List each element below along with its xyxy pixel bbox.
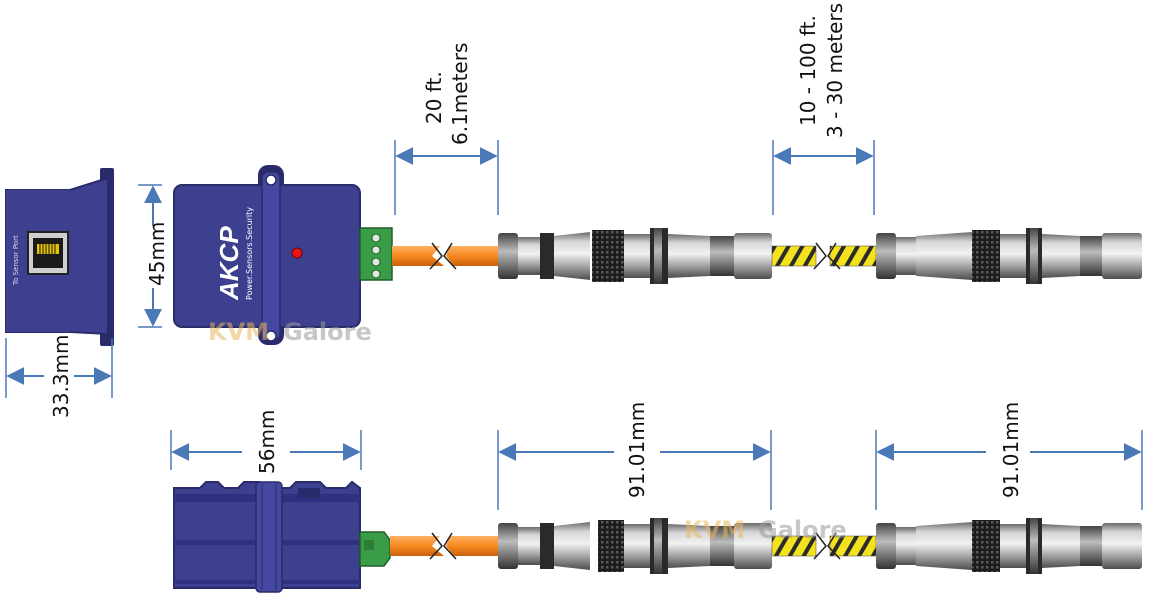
port-label: To Sensor Port [12, 235, 20, 286]
width-dimension: 56mm [170, 410, 362, 474]
connector-length-label-1: 91.01mm [625, 402, 649, 498]
terminal-block-top [359, 227, 393, 281]
extension-length-dimension: 10 - 100 ft. 3 - 30 meters [772, 3, 875, 215]
terminal-block-bottom [359, 531, 391, 567]
watermark-kvm-top: KVM [208, 318, 269, 346]
connector-length-dimension-1: 91.01mm [497, 402, 772, 510]
watermark-galore-top: Galore [283, 318, 372, 346]
m12-connector-top-1 [498, 228, 772, 284]
cable-length-ft: 20 ft. [422, 71, 446, 124]
m12-connector-bottom-1 [498, 518, 772, 574]
m12-connector-top-2 [876, 228, 1142, 284]
watermark-top: KVM Galore [208, 318, 372, 346]
sensor-box-front-view: AKCP Power.Sensors.Security [173, 165, 361, 345]
depth-label: 33.3mm [49, 335, 73, 419]
extension-length-m: 3 - 30 meters [823, 3, 847, 138]
sensor-box-side-view: To Sensor Port [5, 168, 114, 346]
watermark-kvm-bottom: KVM [684, 516, 745, 544]
status-led-icon [291, 247, 303, 259]
yellow-cable-bottom [771, 532, 877, 560]
depth-dimension: 33.3mm [5, 335, 113, 419]
akcp-logo: AKCP [214, 226, 244, 301]
rj45-port-icon [27, 231, 69, 275]
extension-length-ft: 10 - 100 ft. [796, 15, 820, 126]
cable-length-dimension: 20 ft. 6.1meters [394, 43, 499, 215]
m12-connector-bottom-2 [876, 518, 1142, 574]
width-label: 56mm [255, 410, 279, 474]
yellow-cable-top [771, 242, 877, 270]
watermark-bottom: KVM Galore [684, 516, 847, 544]
akcp-tagline: Power.Sensors.Security [245, 207, 254, 300]
height-dimension: 45mm [138, 184, 169, 328]
connector-length-label-2: 91.01mm [999, 402, 1023, 498]
connector-length-dimension-2: 91.01mm [875, 402, 1143, 510]
watermark-galore-bottom: Galore [758, 516, 847, 544]
sensor-box-top-view [173, 480, 361, 593]
orange-cable-bottom [390, 532, 500, 560]
height-label: 45mm [145, 222, 169, 286]
cable-length-m: 6.1meters [448, 43, 472, 145]
orange-cable-top [392, 242, 500, 270]
